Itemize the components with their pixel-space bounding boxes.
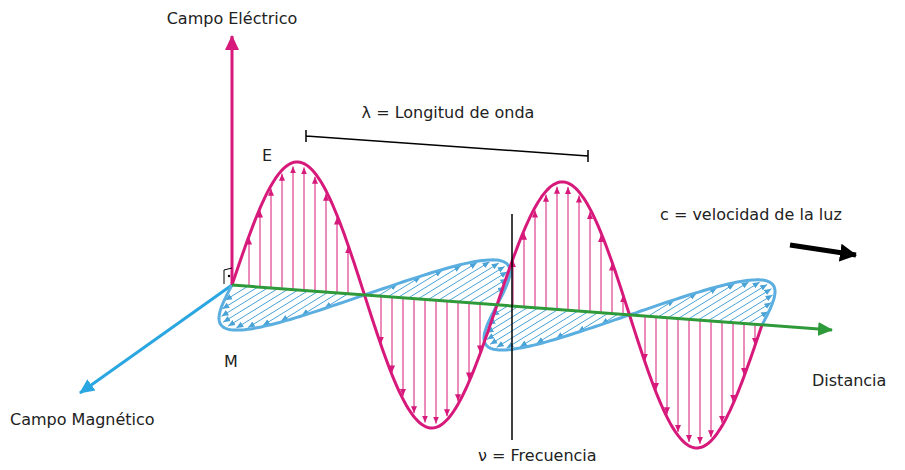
magnetic-vector [738, 303, 771, 324]
electric-vector [326, 194, 327, 292]
electric-axis [231, 36, 234, 285]
magnetic-vector [708, 284, 767, 320]
frequency-label: ν = Frecuencia [478, 446, 597, 466]
electric-vector [535, 211, 536, 308]
frequency-marker [511, 214, 513, 440]
electric-vector [304, 167, 305, 290]
electric-vector [601, 235, 602, 313]
electric-vector [447, 301, 448, 416]
electric-vector [381, 296, 382, 343]
electric-vector [590, 212, 591, 312]
electric-vector [260, 211, 261, 288]
electric-vector [249, 238, 250, 287]
electric-vector [689, 319, 690, 442]
right-angle-dot [228, 275, 230, 277]
magnetic-vector [223, 288, 278, 322]
axis-label: Campo Eléctrico [167, 9, 298, 29]
magnetic-vector [228, 289, 288, 326]
electric-vector [733, 323, 734, 402]
electric-vector [744, 324, 745, 375]
electric-vector [546, 195, 547, 309]
electric-vector [337, 218, 338, 293]
electric-vector [315, 177, 316, 291]
magnetic-vector [281, 292, 328, 321]
electric-vector [458, 302, 459, 401]
electric-vector [469, 303, 470, 380]
electric-vector [436, 300, 437, 423]
electric-vector [612, 264, 613, 314]
electric-vector [414, 299, 415, 413]
electric-vector [403, 298, 404, 396]
right-angle-mark [224, 268, 232, 284]
electric-vector [282, 174, 283, 289]
electric-vector [348, 246, 349, 293]
electric-vector [480, 304, 481, 353]
electric-vector [557, 187, 558, 310]
magnetic-vector [658, 293, 697, 317]
electric-vector [568, 187, 569, 310]
axis-label: Campo Magnético [10, 410, 155, 430]
electric-vector [524, 233, 525, 307]
electric-vector [678, 319, 679, 432]
electric-vector [293, 166, 294, 289]
field-letter: E [262, 146, 272, 166]
magnetic-vector [718, 289, 771, 322]
electric-vector [656, 317, 657, 390]
distance-axis [232, 285, 832, 330]
wavelength-label: λ = Longitud de onda [362, 103, 535, 123]
electric-vector [392, 297, 393, 372]
electric-vector [722, 322, 723, 423]
magnetic-vector [302, 293, 338, 315]
electric-vector [425, 300, 426, 423]
magnetic-vector [556, 313, 598, 339]
electric-vector [271, 189, 272, 288]
electric-vector [579, 196, 580, 312]
electric-vector [645, 316, 646, 361]
electric-vector [700, 320, 701, 444]
axis-label: Distancia [812, 371, 886, 391]
magnetic-vector [448, 266, 505, 301]
direction-arrow [790, 245, 856, 255]
magnetic-vector [490, 309, 548, 345]
magnetic-vector [398, 270, 442, 297]
speed-label: c = velocidad de la luz [660, 205, 842, 225]
magnetic-axis [80, 285, 232, 393]
field-letter: M [224, 352, 238, 372]
wavelength-bracket [306, 130, 588, 162]
electric-vector [667, 318, 668, 414]
electric-vector [711, 321, 712, 437]
